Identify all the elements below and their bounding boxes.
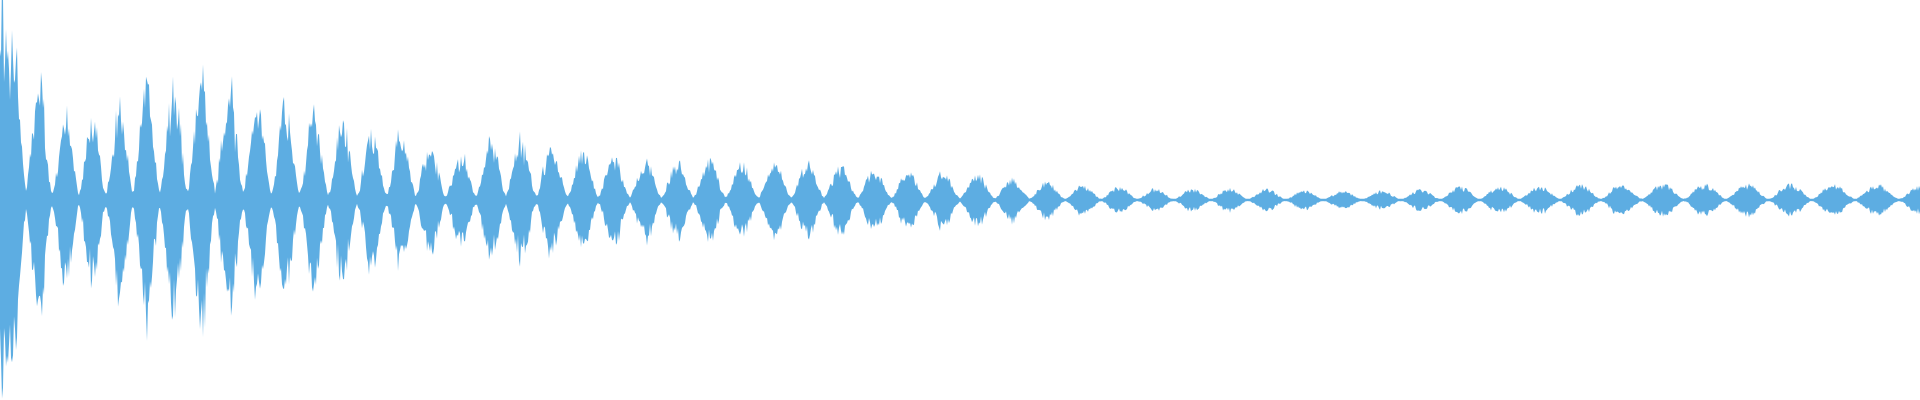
waveform-path (0, 0, 1920, 399)
waveform-view (0, 0, 1920, 399)
audio-waveform (0, 0, 1920, 399)
